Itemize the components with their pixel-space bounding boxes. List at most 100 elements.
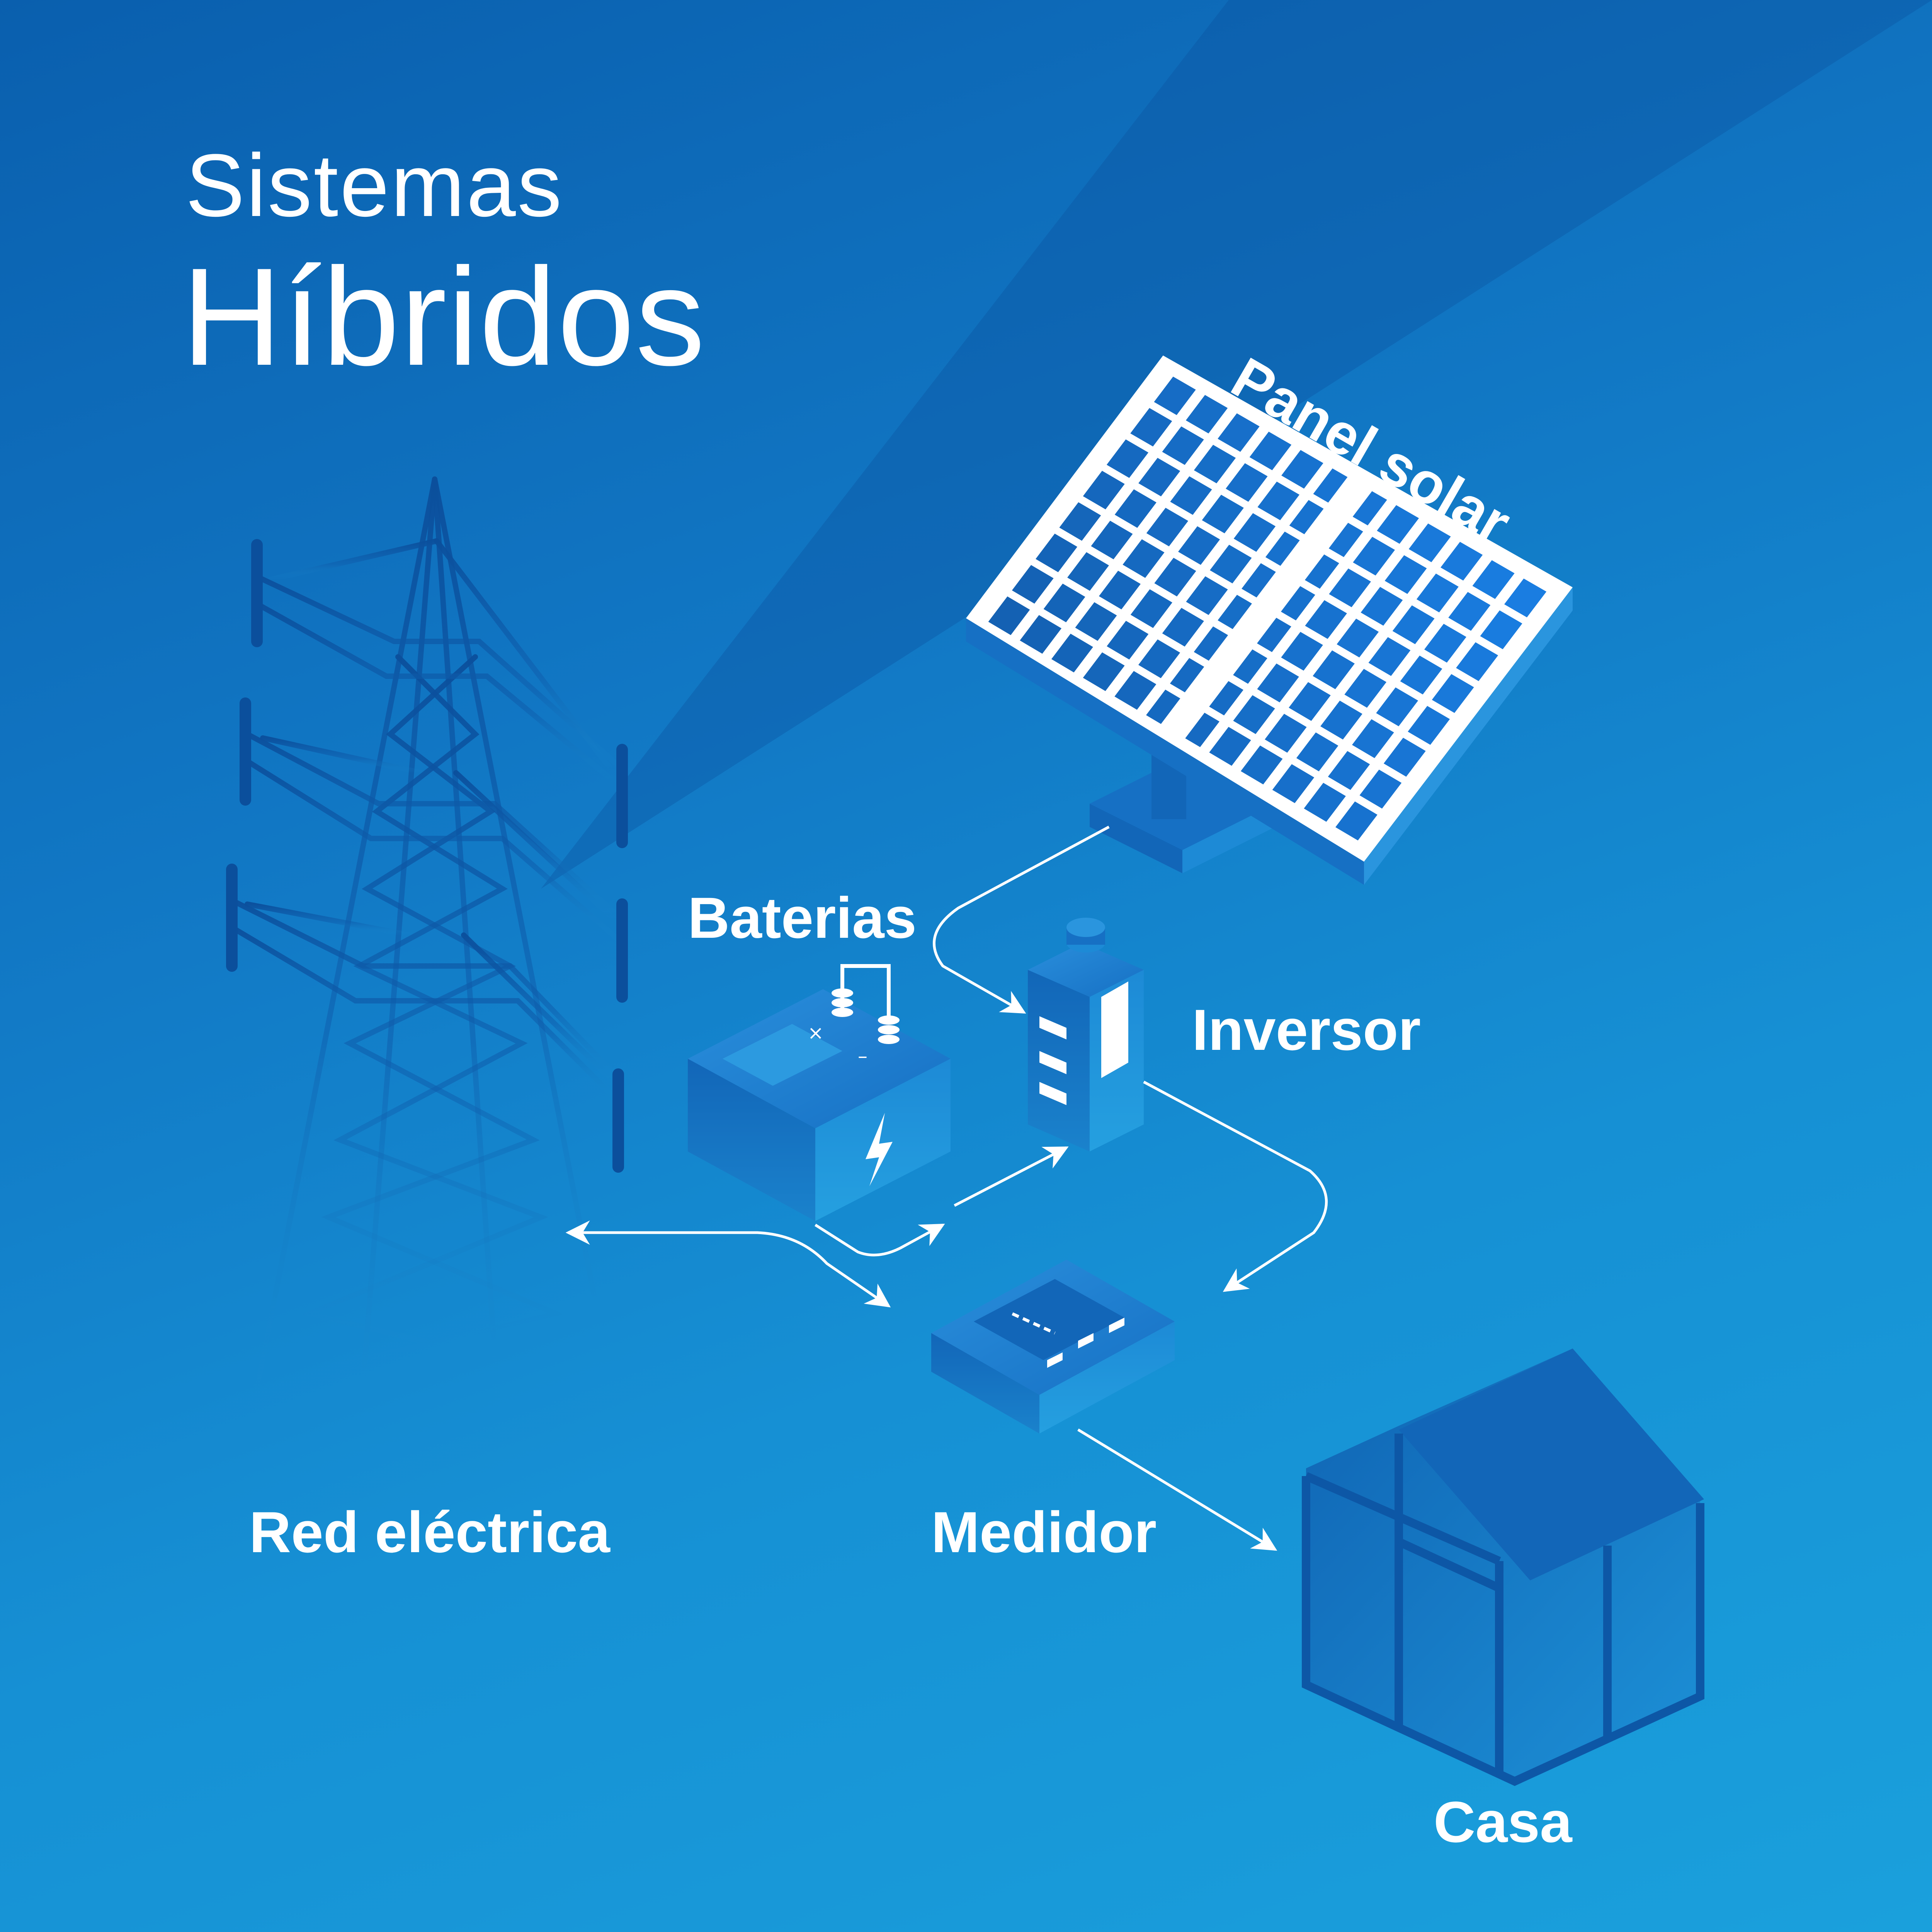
solar-cell	[1383, 738, 1426, 777]
label-inversor: Inversor	[1192, 997, 1421, 1062]
solar-cell	[1305, 600, 1347, 639]
solar-cell	[1328, 751, 1370, 790]
solar-cell	[1424, 624, 1466, 663]
solar-cell	[1304, 554, 1339, 589]
solar-cell	[1020, 615, 1062, 654]
solar-cell	[988, 596, 1030, 635]
solar-cell	[1106, 439, 1149, 478]
solar-cell	[1154, 558, 1196, 597]
solar-cell	[1138, 457, 1180, 497]
solar-cell	[1320, 701, 1362, 740]
solar-cell	[1114, 489, 1156, 528]
solar-cell	[1480, 610, 1522, 650]
solar-cell	[1361, 587, 1403, 626]
solar-cell	[1432, 674, 1474, 713]
solar-cell	[1408, 706, 1450, 745]
solar-cell	[1400, 655, 1442, 695]
solar-panel-cells	[988, 376, 1547, 841]
solar-cell	[1281, 450, 1323, 489]
line-inverter-to-battery	[954, 1146, 1069, 1207]
solar-cell	[1242, 563, 1276, 598]
solar-cell	[1146, 508, 1189, 547]
solar-cell	[1456, 642, 1498, 681]
solar-cell	[1313, 650, 1355, 689]
solar-cell	[1099, 571, 1141, 610]
battery-icon: × –	[688, 964, 951, 1221]
solar-cell	[1107, 621, 1149, 660]
label-baterias: Baterias	[688, 885, 917, 950]
solar-cell	[1075, 602, 1117, 641]
solar-cell	[1083, 652, 1125, 691]
line-grid-to-meter	[565, 1220, 891, 1308]
solar-cell	[1335, 801, 1378, 841]
line-inverter-to-meter	[1143, 1080, 1328, 1292]
solar-cell	[1218, 595, 1252, 629]
solar-cell	[1353, 537, 1395, 576]
solar-cell	[1194, 445, 1236, 483]
solar-cell	[1012, 565, 1054, 604]
label-medidor: Medidor	[931, 1500, 1157, 1565]
label-red-electrica: Red eléctrica	[249, 1500, 610, 1565]
solar-cell	[1257, 481, 1299, 520]
solar-cell	[1185, 713, 1219, 747]
solar-cell	[1359, 769, 1402, 809]
solar-cell	[1043, 583, 1085, 622]
solar-cell	[1304, 782, 1346, 822]
solar-cell	[1067, 552, 1109, 591]
solar-cell	[1472, 560, 1515, 599]
meter-icon	[931, 1260, 1175, 1434]
solar-cell	[1233, 513, 1276, 552]
solar-cell	[1440, 542, 1483, 581]
solar-cell	[1377, 505, 1419, 544]
solar-cell	[1392, 605, 1435, 645]
solar-cell	[1170, 658, 1204, 692]
solar-cell	[1296, 732, 1338, 772]
solar-cell	[1328, 523, 1363, 557]
label-casa: Casa	[1434, 1789, 1572, 1854]
solar-cell	[1376, 687, 1418, 726]
solar-cell	[1162, 426, 1204, 465]
solar-cell	[1083, 471, 1125, 510]
solar-cell	[1210, 544, 1252, 583]
solar-cell	[1170, 476, 1212, 515]
inverter-icon	[1028, 918, 1144, 1151]
solar-cell	[1281, 586, 1315, 621]
solar-cell	[1138, 639, 1180, 679]
solar-cell	[1344, 669, 1387, 708]
solar-cell	[1122, 539, 1165, 578]
solar-cell	[1368, 637, 1411, 676]
solar-cell	[1265, 714, 1307, 753]
solar-cell	[1249, 432, 1292, 470]
solar-cell	[1384, 555, 1427, 594]
line-panel-to-inverter	[933, 825, 1110, 1014]
line-meter-to-house	[1077, 1429, 1277, 1551]
solar-cell	[1329, 568, 1371, 607]
house-icon	[1302, 1349, 1704, 1786]
transmission-tower-icon	[226, 476, 628, 1432]
solar-cell	[1130, 589, 1172, 628]
solar-cell	[1352, 719, 1394, 759]
solar-cell	[1202, 495, 1244, 534]
title-line-1: Sistemas	[185, 136, 563, 235]
title-line-2: Híbridos	[182, 239, 706, 395]
solar-cell	[1281, 632, 1323, 671]
solar-cell	[1272, 764, 1315, 803]
solar-cell	[1178, 526, 1220, 565]
solar-cell	[1130, 408, 1172, 447]
solar-cell	[1154, 376, 1196, 415]
solar-cell	[1448, 592, 1491, 631]
solar-cell	[1352, 491, 1387, 526]
line-battery-to-inverter	[815, 1223, 945, 1257]
solar-cell	[1233, 649, 1267, 684]
solar-cell	[1194, 626, 1228, 661]
solar-cell	[1257, 663, 1299, 702]
solar-cell	[1036, 533, 1078, 572]
solar-cell	[1233, 695, 1275, 734]
solar-cell	[1313, 468, 1348, 503]
solar-cell	[1241, 745, 1283, 785]
solar-cell	[1162, 608, 1204, 647]
solar-cell	[1504, 578, 1547, 617]
solar-cell	[1218, 413, 1260, 452]
